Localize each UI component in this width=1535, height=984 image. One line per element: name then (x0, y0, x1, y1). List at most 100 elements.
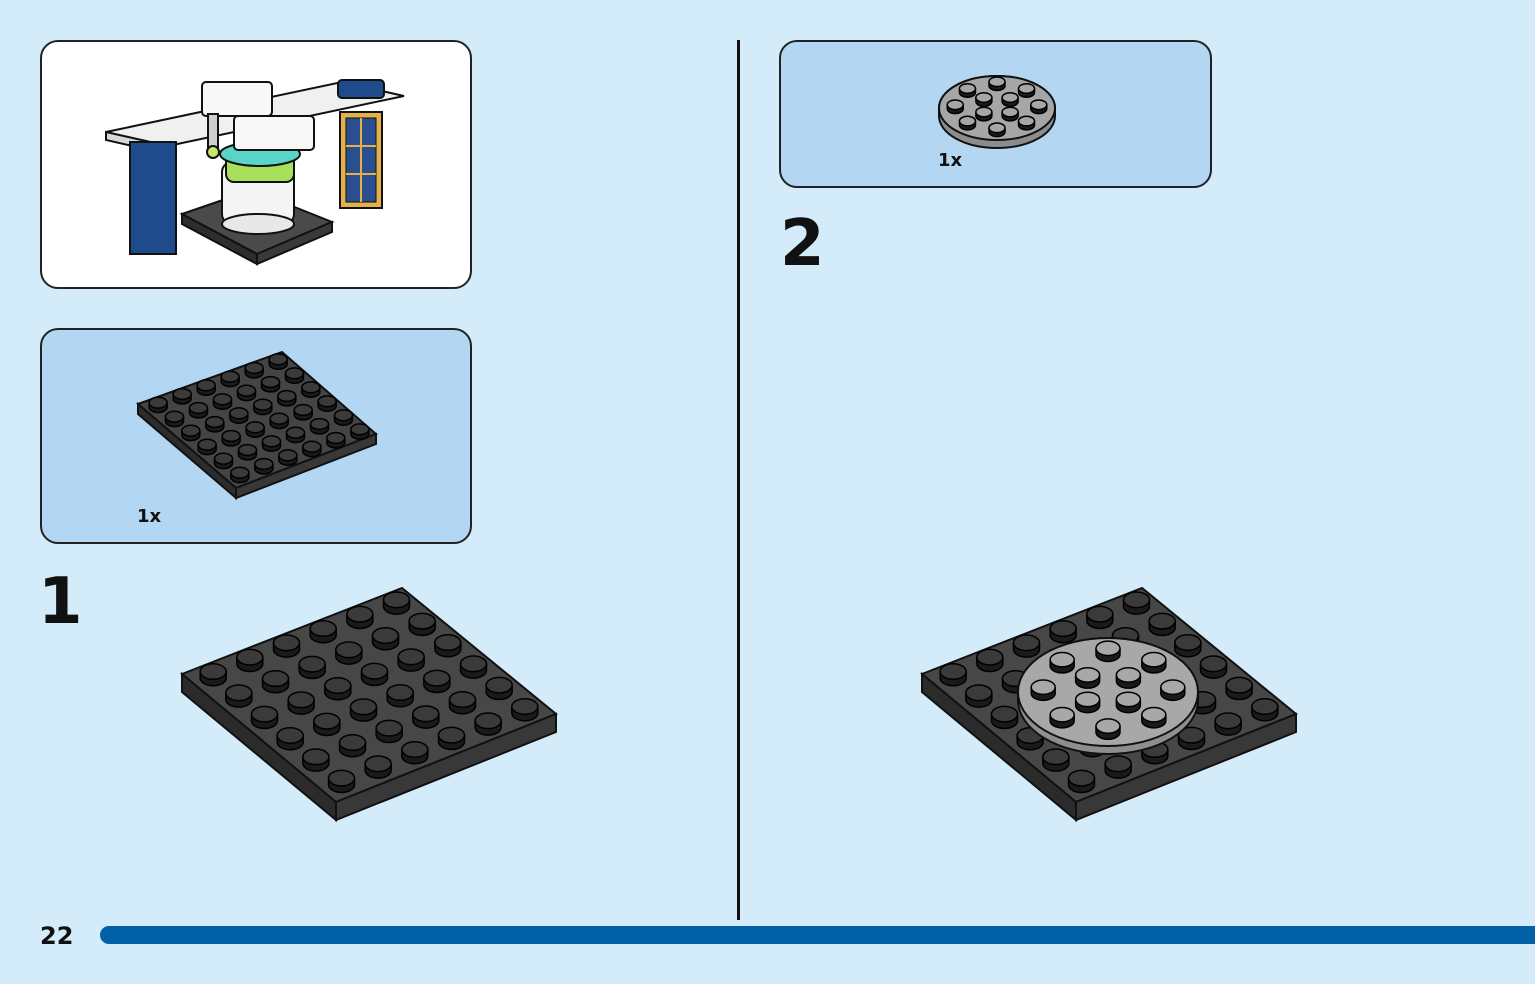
stud-top (448, 690, 477, 709)
stud-top (309, 619, 337, 638)
stud-top (412, 705, 440, 723)
stud-top (1030, 679, 1056, 696)
part-quantity: 1x (938, 150, 963, 171)
satellite-model-icon (105, 79, 405, 266)
stud-top (1030, 99, 1048, 111)
stud-top (371, 626, 400, 645)
stud-top (437, 726, 466, 744)
plate-6x6-dark-grey-icon (136, 350, 378, 501)
stud-top (245, 421, 265, 434)
stud-top (237, 443, 258, 457)
stud-top (360, 662, 389, 680)
round-plate-4x4-light-grey-icon (938, 75, 1056, 149)
stud-top (338, 733, 367, 752)
stud-top (236, 648, 264, 666)
stud-top (423, 669, 451, 687)
stud-top (225, 684, 253, 702)
stud-top (1017, 115, 1036, 127)
stud-top (1095, 718, 1121, 735)
stud-top (302, 748, 330, 766)
progress-bar (100, 926, 1535, 944)
stud-top (459, 655, 488, 673)
stud-top (988, 122, 1006, 134)
stud-top (1141, 651, 1167, 668)
stud-top (309, 417, 330, 431)
stud-top (164, 410, 185, 423)
stud-top (958, 82, 977, 95)
stud-top (397, 648, 425, 666)
stud-top (1214, 712, 1242, 730)
stud-top (272, 634, 301, 652)
stud-top (946, 99, 964, 111)
stud-top (474, 712, 502, 730)
stud-top (1017, 82, 1036, 95)
stud-top (326, 431, 346, 445)
stud-top (244, 361, 264, 375)
stud-top (939, 662, 967, 681)
stud-top (349, 698, 378, 716)
stud-top (975, 92, 993, 104)
stud-top (1141, 706, 1167, 723)
stud-top (1174, 633, 1202, 652)
stud-top (148, 396, 168, 409)
stud-top (382, 591, 411, 609)
stud-top (250, 705, 279, 723)
stud-top (958, 115, 977, 127)
stud-top (1012, 634, 1041, 652)
stud-top (350, 423, 370, 436)
step-number: 2 (780, 207, 825, 281)
stud-top (278, 449, 298, 462)
stud-top (285, 426, 306, 439)
stud-top (196, 379, 216, 392)
stud-top (293, 403, 313, 417)
completed-model-preview (40, 40, 472, 289)
stud-top (485, 676, 513, 694)
stud-top (327, 769, 356, 787)
stud-top (284, 367, 305, 380)
stud-top (277, 389, 297, 403)
stud-top (261, 435, 282, 448)
part-quantity: 1x (137, 506, 162, 527)
stud-top (236, 384, 257, 397)
column-divider (737, 40, 740, 920)
stud-top (254, 457, 274, 471)
stud-top (220, 370, 240, 383)
stud-top (1148, 612, 1176, 630)
stud-top (197, 438, 217, 451)
page-number: 22 (40, 922, 74, 950)
stud-top (199, 662, 227, 681)
stud-top (188, 401, 209, 415)
stud-top (261, 669, 290, 688)
stud-top (213, 452, 234, 465)
stud-top (260, 375, 281, 389)
stud-top (386, 683, 414, 702)
step-2-build-plate-icon (920, 586, 1298, 823)
stud-top (205, 415, 225, 429)
stud-top (1049, 651, 1075, 668)
stud-top (298, 655, 326, 673)
stud-top (221, 429, 241, 443)
stud-top (317, 395, 337, 408)
stud-top (1074, 691, 1101, 708)
stud-top (1042, 748, 1070, 766)
stud-top (1115, 667, 1142, 683)
parts-callout-step-2: 1x (779, 40, 1212, 188)
step-1-build-plate-icon (180, 586, 558, 823)
stud-top (253, 398, 273, 411)
step-number: 1 (38, 565, 83, 639)
stud-top (302, 440, 322, 453)
stud-top (1049, 706, 1075, 723)
stud-top (1049, 619, 1077, 638)
stud-top (1074, 667, 1101, 683)
stud-top (1160, 679, 1186, 696)
stud-top (268, 353, 288, 366)
stud-top (1095, 640, 1121, 657)
stud-top (401, 740, 429, 759)
stud-top (1115, 691, 1142, 708)
stud-top (976, 648, 1004, 666)
stud-top (301, 381, 321, 394)
stud-top (269, 412, 289, 425)
stud-top (172, 387, 192, 401)
stud-top (511, 697, 539, 716)
stud-top (1122, 591, 1151, 609)
